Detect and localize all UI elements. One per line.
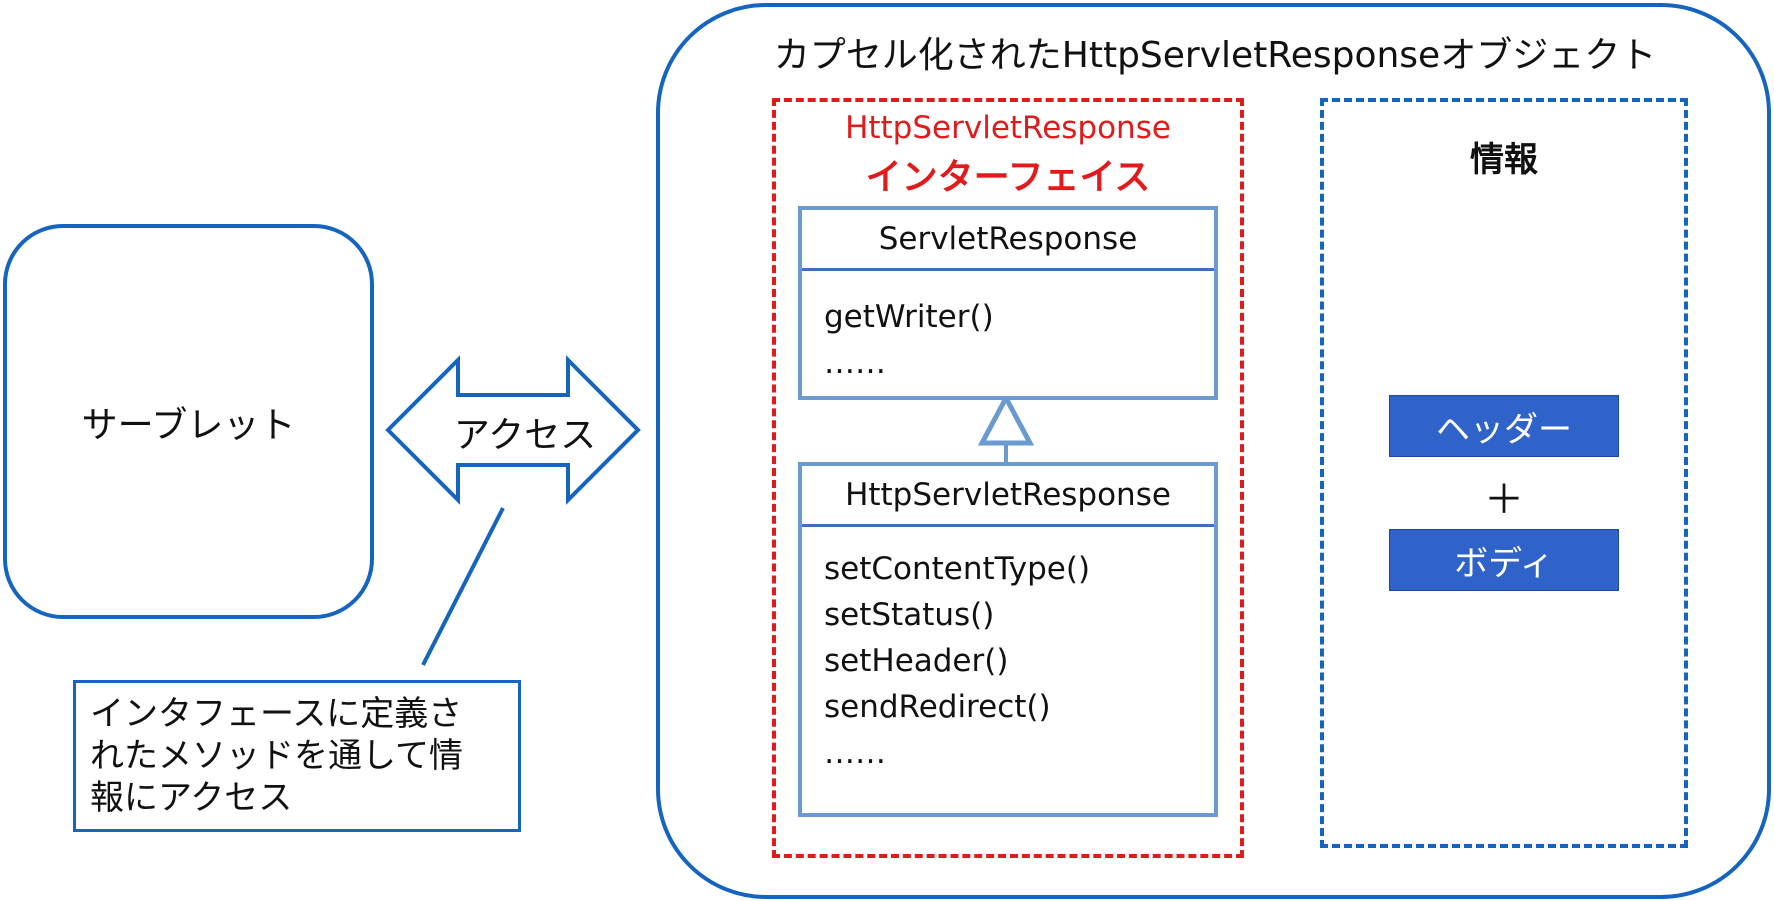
note-box: インタフェースに定義さ れたメソッドを通して情 報にアクセス	[73, 680, 521, 832]
class-name: HttpServletResponse	[802, 466, 1214, 527]
method-item: setHeader()	[824, 643, 1009, 679]
class-name: ServletResponse	[802, 210, 1214, 271]
access-arrow-label: アクセス	[453, 415, 597, 456]
servlet-box: サーブレット	[3, 224, 374, 619]
inheritance-arrow-icon	[977, 392, 1035, 446]
double-arrow-icon	[385, 355, 641, 505]
info-group	[1320, 98, 1688, 848]
interface-title-name: HttpServletResponse	[845, 110, 1171, 146]
class-http-servlet-response: HttpServletResponse setContentType() set…	[798, 462, 1218, 817]
method-list: getWriter() ……	[824, 294, 994, 386]
servlet-label: サーブレット	[81, 404, 296, 446]
interface-group	[772, 98, 1244, 858]
object-container	[656, 3, 1771, 899]
info-title: 情報	[1470, 139, 1538, 180]
body-block: ボディ	[1389, 529, 1619, 591]
class-servlet-response: ServletResponse getWriter() ……	[798, 206, 1218, 400]
plus-sign: ＋	[1484, 477, 1524, 523]
method-item: sendRedirect()	[824, 689, 1051, 725]
method-list: setContentType() setStatus() setHeader()…	[824, 546, 1090, 776]
note-callout-line	[421, 507, 505, 666]
interface-title-kind: インターフェイス	[865, 157, 1151, 198]
method-item: setContentType()	[824, 551, 1091, 587]
method-item: ……	[824, 735, 886, 771]
header-block: ヘッダー	[1389, 395, 1619, 457]
object-title: カプセル化されたHttpServletResponseオブジェクト	[773, 35, 1657, 76]
method-item: getWriter()	[824, 299, 994, 335]
method-item: setStatus()	[824, 597, 995, 633]
method-item: ……	[824, 345, 886, 381]
